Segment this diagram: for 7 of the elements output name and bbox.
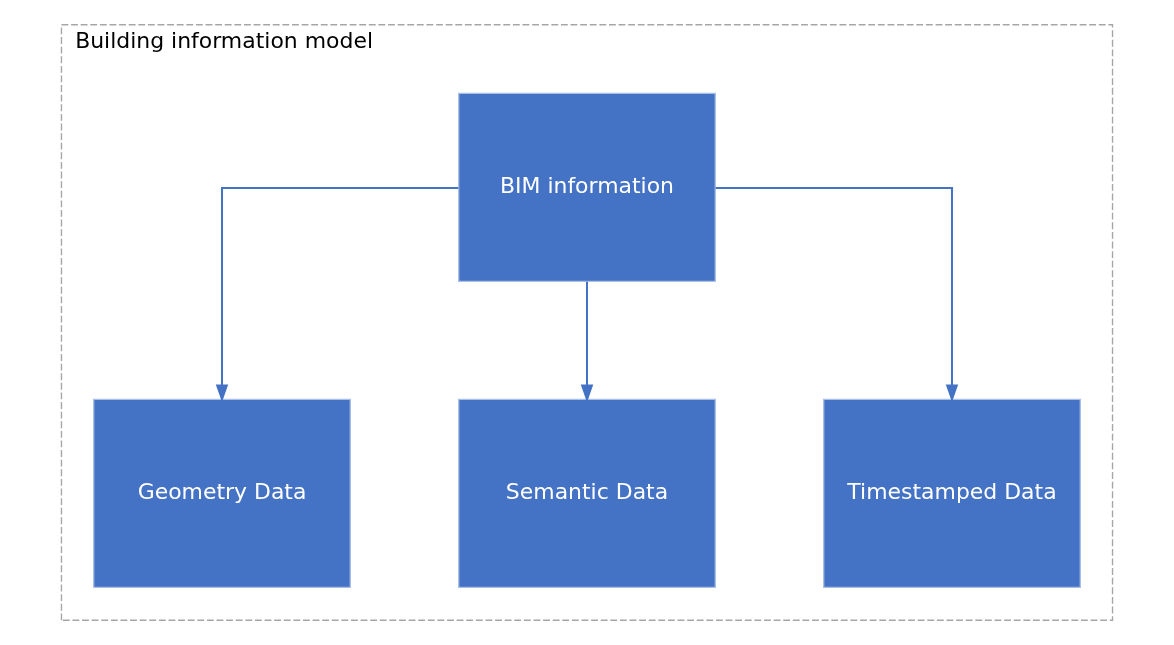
node-box: Semantic Data <box>458 398 716 588</box>
arrow <box>215 187 459 403</box>
arrow <box>580 281 594 403</box>
node-box: Timestamped Data <box>823 398 1081 588</box>
node-box: BIM information <box>458 92 716 283</box>
arrow <box>715 187 959 403</box>
node-box: Geometry Data <box>93 398 351 588</box>
